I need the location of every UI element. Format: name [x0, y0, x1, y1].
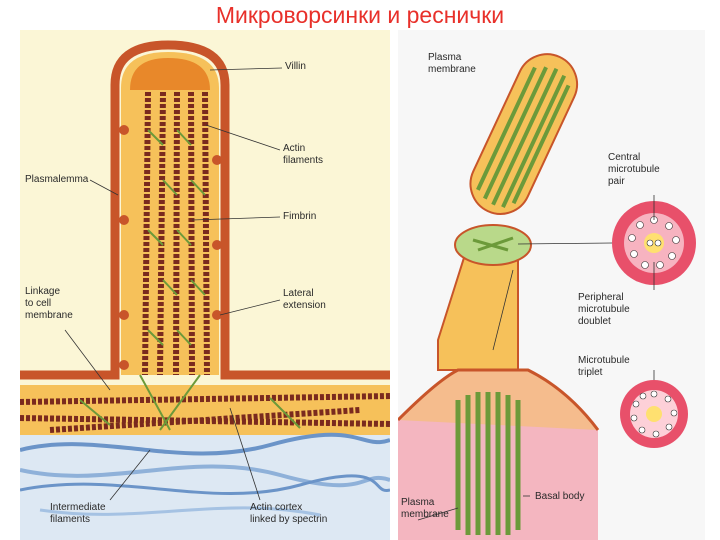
- spectrin-links: [79, 374, 301, 431]
- cilium-shaft: [437, 244, 519, 371]
- page-title: Микроворсинки и реснички: [215, 2, 505, 28]
- label-basal-body: Basal body: [535, 491, 585, 502]
- label-triplet: Microtubule triplet: [578, 355, 630, 378]
- fimbrin-crosslinks: [147, 129, 206, 346]
- label-intermediate-filaments: Intermediate filaments: [50, 502, 106, 525]
- label-plasmalemma: Plasmalemma: [25, 174, 89, 185]
- cilium-diagram-panel: Plasma membrane Central microtubule pair…: [398, 30, 705, 540]
- label-plasma-membrane-top: Plasma membrane: [428, 52, 476, 75]
- lateral-extensions: [119, 125, 222, 370]
- label-central-pair: Central microtubule pair: [608, 152, 660, 187]
- label-lateral-extension: Lateral extension: [283, 288, 326, 311]
- actin-filaments: [142, 91, 210, 376]
- basal-body: [455, 392, 521, 535]
- microvillus-illustration: [20, 40, 390, 540]
- cilium-illustration: [398, 53, 696, 540]
- villin-cap: [130, 58, 210, 90]
- label-plasma-membrane-bottom: Plasma membrane: [401, 497, 449, 520]
- cilium-segment-top: [469, 53, 579, 215]
- basal-body-cross-section: [620, 380, 688, 448]
- microvillus-diagram-panel: Villin Actin filaments Plasmalemma Fimbr…: [20, 30, 390, 540]
- label-villin: Villin: [285, 61, 306, 72]
- axoneme-cross-section: [612, 201, 696, 285]
- label-fimbrin: Fimbrin: [283, 211, 317, 222]
- label-actin-filaments: Actin filaments: [283, 143, 324, 166]
- label-linkage: Linkage to cell membrane: [25, 286, 73, 321]
- label-actin-cortex: Actin cortex linked by spectrin: [250, 502, 328, 525]
- label-peripheral-doublet: Peripheral microtubule doublet: [578, 292, 630, 327]
